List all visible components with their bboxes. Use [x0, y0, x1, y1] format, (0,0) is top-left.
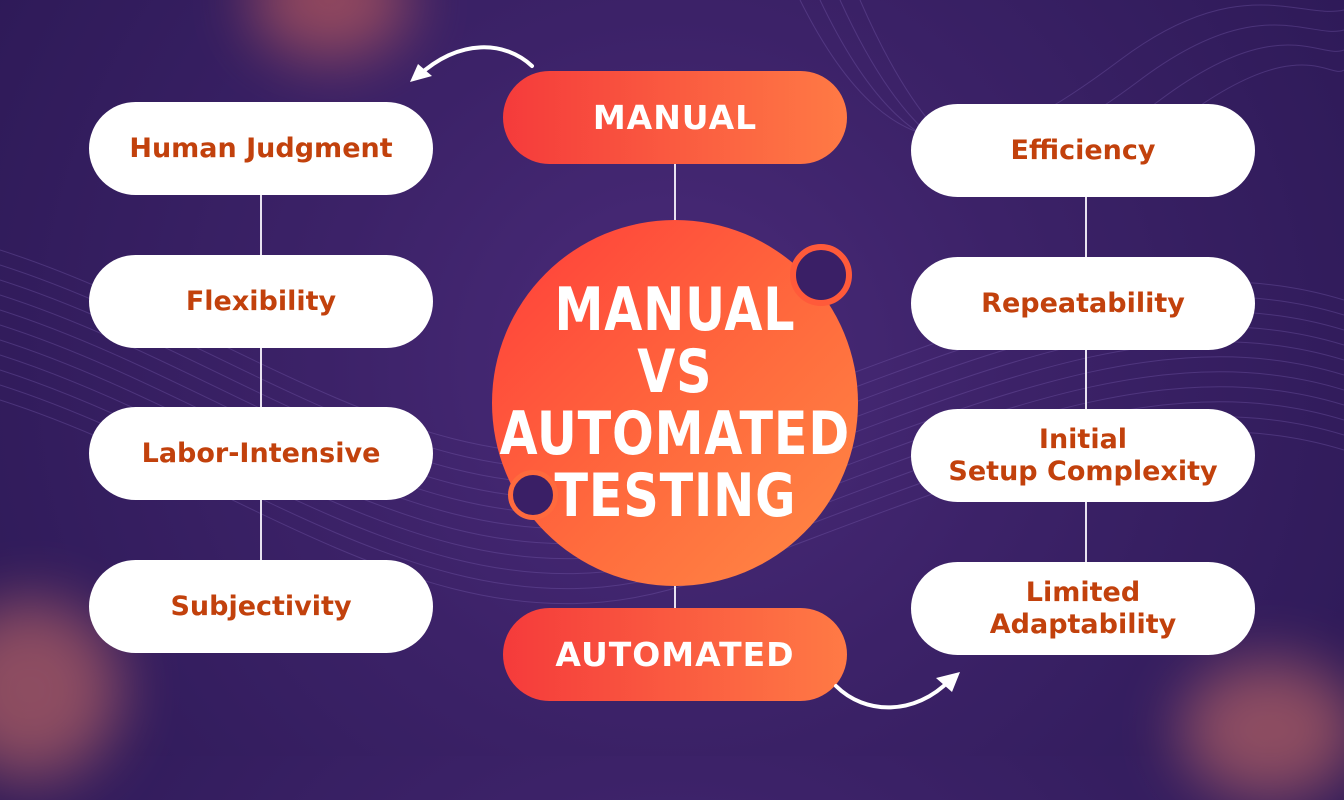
center-title-line: VS [637, 337, 713, 407]
bottom-connector-line [674, 564, 676, 610]
center-title-line: MANUAL [554, 275, 796, 345]
curved-arrow-icon [834, 672, 960, 710]
center-title-line: AUTOMATED [499, 399, 851, 469]
left-item-labor-intensive: Labor-Intensive [89, 407, 433, 500]
decorative-dot [508, 470, 558, 520]
automated-pill: AUTOMATED [503, 608, 847, 701]
right-connector-line [1085, 196, 1087, 570]
center-title-line: TESTING [554, 461, 796, 531]
right-item-limited-adaptability: Limited Adaptability [911, 562, 1255, 655]
left-item-subjectivity: Subjectivity [89, 560, 433, 653]
left-item-human-judgment: Human Judgment [89, 102, 433, 195]
top-connector-line [674, 164, 676, 226]
right-item-efficiency: Efficiency [911, 104, 1255, 197]
decorative-dot [790, 244, 852, 306]
curved-arrow-icon [410, 45, 534, 82]
left-connector-line [260, 192, 262, 566]
right-item-initial-setup-complexity: Initial Setup Complexity [911, 409, 1255, 502]
right-item-repeatability: Repeatability [911, 257, 1255, 350]
left-item-flexibility: Flexibility [89, 255, 433, 348]
manual-pill: MANUAL [503, 71, 847, 164]
